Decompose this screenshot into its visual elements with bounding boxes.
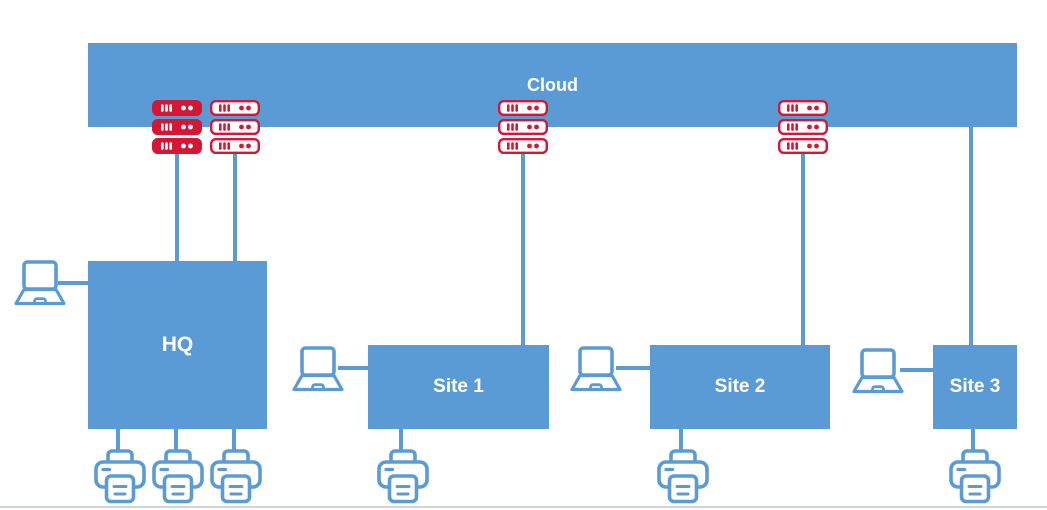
connector-server2-hq bbox=[233, 152, 237, 261]
printer-icon bbox=[210, 449, 262, 505]
connector-hq-printer2 bbox=[174, 427, 178, 453]
connector-laptop-hq bbox=[58, 281, 88, 285]
page-bottom-edge-line bbox=[0, 506, 1047, 508]
server-rack-icon-outline bbox=[778, 100, 828, 154]
node-site1-label: Site 1 bbox=[433, 376, 484, 397]
node-site3-label: Site 3 bbox=[949, 376, 1001, 397]
connector-site1-printer bbox=[399, 427, 403, 453]
connector-hq-printer3 bbox=[232, 427, 236, 453]
node-site3: Site 3 bbox=[933, 345, 1017, 429]
connector-server4-site2 bbox=[801, 152, 805, 345]
server-rack-icon-solid bbox=[152, 100, 202, 154]
connector-server1-hq bbox=[175, 152, 179, 261]
connector-laptop-site2 bbox=[616, 366, 650, 370]
node-site2-label: Site 2 bbox=[714, 376, 766, 397]
connector-hq-printer1 bbox=[116, 427, 120, 453]
printer-icon bbox=[657, 449, 709, 505]
node-site1: Site 1 bbox=[368, 345, 549, 429]
laptop-icon bbox=[292, 346, 344, 392]
cloud-label: Cloud bbox=[527, 74, 578, 95]
printer-icon bbox=[94, 449, 146, 505]
laptop-icon bbox=[852, 348, 904, 394]
connector-server3-site1 bbox=[521, 152, 525, 345]
printer-icon bbox=[949, 449, 1001, 505]
connector-laptop-site1 bbox=[338, 366, 368, 370]
printer-icon bbox=[152, 449, 204, 505]
server-rack-icon-outline bbox=[210, 100, 260, 154]
printer-icon bbox=[377, 449, 429, 505]
connector-cloud-site3 bbox=[969, 126, 973, 345]
node-hq-label: HQ bbox=[161, 333, 194, 356]
connector-site2-printer bbox=[679, 427, 683, 453]
connector-site3-printer bbox=[971, 427, 975, 453]
node-site2: Site 2 bbox=[650, 345, 830, 429]
node-hq: HQ bbox=[88, 261, 267, 429]
laptop-icon bbox=[570, 346, 622, 392]
connector-laptop-site3 bbox=[900, 368, 933, 372]
laptop-icon bbox=[14, 260, 66, 306]
server-rack-icon-outline bbox=[498, 100, 548, 154]
